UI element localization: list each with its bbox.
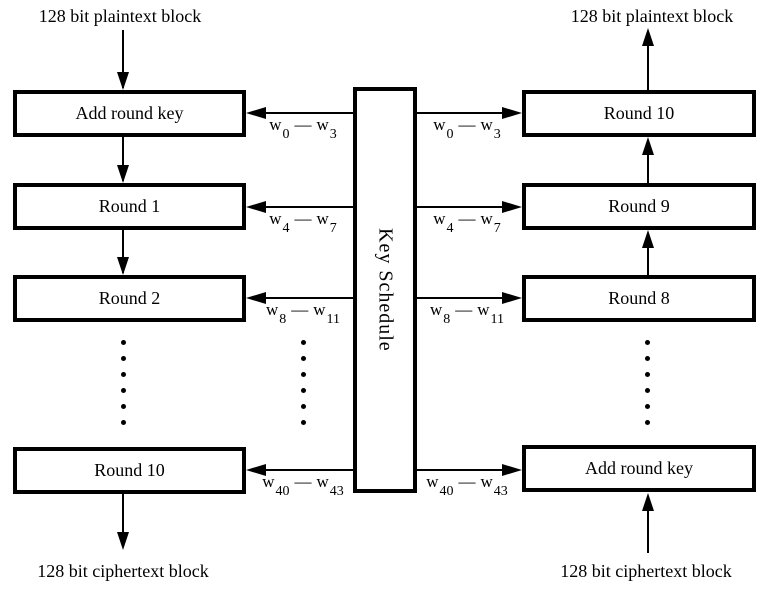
arrow-line-addroundkey-to-round1 — [122, 137, 124, 181]
decrypt-box-round-8: Round 8 — [522, 275, 756, 322]
decrypt-box-round-10: Round 10 — [522, 90, 756, 137]
arrow-left-icon — [246, 463, 266, 476]
keyline-right-row3 — [417, 469, 505, 471]
arrow-down-icon — [116, 257, 129, 275]
box-label: Round 10 — [603, 103, 675, 123]
arrow-line-ciphertext-to-addroundkey — [647, 508, 649, 553]
key-range-label-left-0: w0—w3 — [269, 115, 337, 142]
key-range-label-right-2: w8—w11 — [429, 300, 505, 327]
plaintext-label-left: 128 bit plaintext block — [38, 6, 202, 26]
arrow-right-icon — [502, 200, 522, 213]
key-range-label-left-1: w4—w7 — [269, 209, 337, 236]
plaintext-label-right: 128 bit plaintext block — [570, 6, 734, 26]
arrow-line-plaintext-to-addroundkey — [122, 30, 124, 88]
box-label: Round 2 — [98, 288, 161, 308]
box-label: Add round key — [75, 103, 184, 123]
ellipsis-left-column — [120, 340, 126, 425]
keyline-left-row3 — [260, 469, 353, 471]
key-schedule-label: Key Schedule — [374, 228, 397, 352]
arrow-up-icon — [641, 493, 654, 511]
arrow-right-icon — [502, 291, 522, 304]
keyline-right-row0 — [417, 112, 505, 114]
arrow-left-icon — [246, 291, 266, 304]
arrow-right-icon — [502, 106, 522, 119]
ciphertext-label-left: 128 bit ciphertext block — [37, 561, 209, 581]
key-range-label-right-3: w40—w43 — [426, 472, 508, 499]
key-schedule-box: Key Schedule — [353, 87, 417, 493]
box-label: Round 8 — [608, 288, 670, 308]
arrow-up-icon — [641, 230, 654, 248]
ellipsis-key-left — [300, 340, 306, 425]
keyline-left-row0 — [260, 112, 353, 114]
arrow-line-round10-to-plaintext — [647, 44, 649, 90]
box-label: Round 1 — [98, 196, 161, 216]
arrow-up-icon — [641, 137, 654, 155]
key-range-label-right-0: w0—w3 — [433, 115, 501, 142]
keyline-right-row1 — [417, 206, 505, 208]
keyline-left-row1 — [260, 206, 353, 208]
encrypt-box-round-1: Round 1 — [13, 183, 246, 230]
keyline-right-row2 — [417, 297, 505, 299]
arrow-up-icon — [641, 28, 654, 46]
encrypt-box-round-10: Round 10 — [13, 447, 246, 494]
box-label: Round 10 — [94, 460, 165, 480]
arrow-left-icon — [246, 106, 266, 119]
arrow-down-icon — [116, 532, 129, 550]
decrypt-box-round-9: Round 9 — [522, 183, 756, 230]
encrypt-box-round-2: Round 2 — [13, 275, 246, 322]
encrypt-box-add-round-key: Add round key — [13, 90, 246, 137]
arrow-line-round1-to-round2 — [122, 230, 124, 273]
arrow-down-icon — [116, 165, 129, 183]
key-range-label-right-1: w4—w7 — [433, 209, 501, 236]
box-label: Add round key — [585, 458, 693, 478]
arrow-line-round8-to-round9 — [647, 245, 649, 275]
arrow-left-icon — [246, 200, 266, 213]
key-range-label-left-2: w8—w11 — [265, 300, 341, 327]
box-label: Round 9 — [608, 196, 670, 216]
arrow-down-icon — [116, 72, 129, 90]
key-range-label-left-3: w40—w43 — [262, 472, 344, 499]
ciphertext-label-right: 128 bit ciphertext block — [560, 561, 732, 581]
decrypt-box-add-round-key: Add round key — [522, 445, 756, 492]
keyline-left-row2 — [260, 297, 353, 299]
arrow-line-round9-to-round10 — [647, 152, 649, 183]
ellipsis-right-column — [644, 340, 650, 425]
arrow-line-round10-to-ciphertext — [122, 493, 124, 547]
arrow-right-icon — [502, 463, 522, 476]
